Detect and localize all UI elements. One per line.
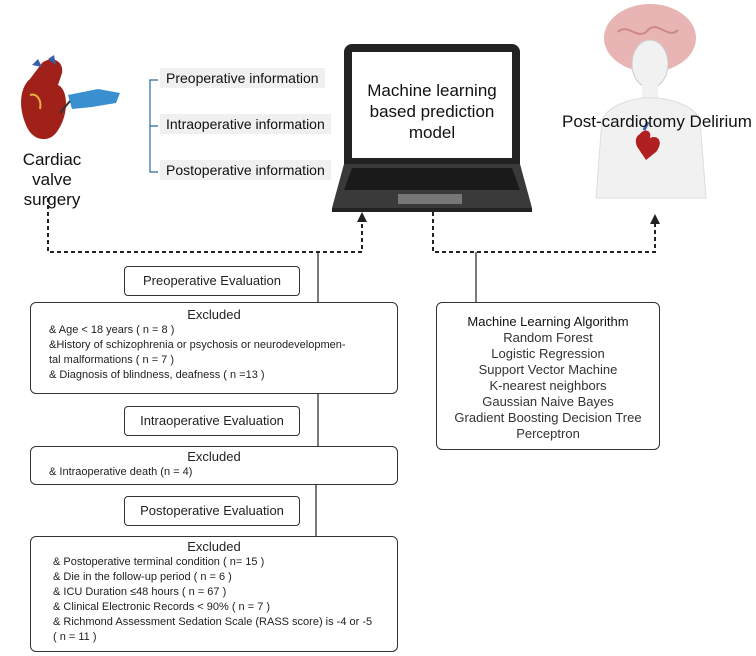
laptop-keyboard-icon (332, 164, 532, 212)
ml-algorithm-item: Logistic Regression (491, 346, 605, 361)
excluded-title: Excluded (187, 539, 241, 554)
excluded-line: & ICU Duration ≤48 hours ( n = 67 ) (53, 586, 227, 598)
ml-algorithm-item: Random Forest (503, 330, 593, 345)
excluded-line: & Richmond Assessment Sedation Scale (RA… (53, 616, 373, 628)
excluded-line: & Die in the follow-up period ( n = 6 ) (53, 571, 232, 583)
excluded-line: & Postoperative terminal condition ( n= … (53, 556, 265, 568)
info-preoperative: Preoperative information (160, 68, 325, 88)
outcome-label: Post-cardiotomy Delirium (562, 112, 752, 131)
ml-algorithm-item: Perceptron (516, 426, 580, 441)
laptop-screen: Machine learning based prediction model (352, 52, 512, 158)
info-intraoperative: Intraoperative information (160, 114, 331, 134)
arrow-head-outcome (650, 214, 660, 224)
excluded-line: & Intraoperative death (n = 4) (49, 466, 193, 478)
excluded-box-2: Excluded & Intraoperative death (n = 4) (30, 446, 398, 485)
ml-algorithm-box: Machine Learning Algorithm Random Forest… (436, 302, 660, 450)
excluded-title: Excluded (187, 449, 241, 464)
excluded-line: &History of schizophrenia or psychosis o… (49, 339, 346, 351)
excluded-line: ( n = 11 ) (53, 631, 97, 643)
intraoperative-evaluation-box: Intraoperative Evaluation (124, 406, 300, 436)
arrow-head-model (357, 212, 367, 222)
excluded-box-1: Excluded & Age < 18 years ( n = 8 ) &His… (30, 302, 398, 394)
dotted-connector-model-to-outcome (432, 212, 656, 253)
model-label: Machine learning based prediction model (367, 81, 497, 142)
info-postoperative: Postoperative information (160, 160, 331, 180)
excluded-box-3: Excluded & Postoperative terminal condit… (30, 536, 398, 652)
ml-box-title: Machine Learning Algorithm (467, 314, 629, 329)
excluded-line: & Diagnosis of blindness, deafness ( n =… (49, 369, 265, 381)
excluded-line: & Age < 18 years ( n = 8 ) (49, 324, 175, 336)
info-bracket (149, 79, 158, 173)
ml-algorithm-item: Gaussian Naive Bayes (482, 394, 614, 409)
dotted-connector-surgery-to-model (47, 198, 363, 253)
preoperative-evaluation-box: Preoperative Evaluation (124, 266, 300, 296)
ml-algorithm-item: K-nearest neighbors (489, 378, 607, 393)
laptop-screen-frame: Machine learning based prediction model (344, 44, 520, 164)
surgery-label: Cardiac valve surgery (22, 150, 82, 209)
heart-surgery-icon (21, 55, 120, 140)
postoperative-evaluation-box: Postoperative Evaluation (124, 496, 300, 526)
excluded-line: tal malformations ( n = 7 ) (49, 354, 175, 366)
ml-algorithm-item: Gradient Boosting Decision Tree (454, 410, 642, 425)
brain-person-icon (595, 4, 707, 199)
excluded-title: Excluded (187, 307, 241, 322)
ml-algorithm-item: Support Vector Machine (478, 362, 618, 377)
excluded-line: & Clinical Electronic Records < 90% ( n … (53, 601, 271, 613)
